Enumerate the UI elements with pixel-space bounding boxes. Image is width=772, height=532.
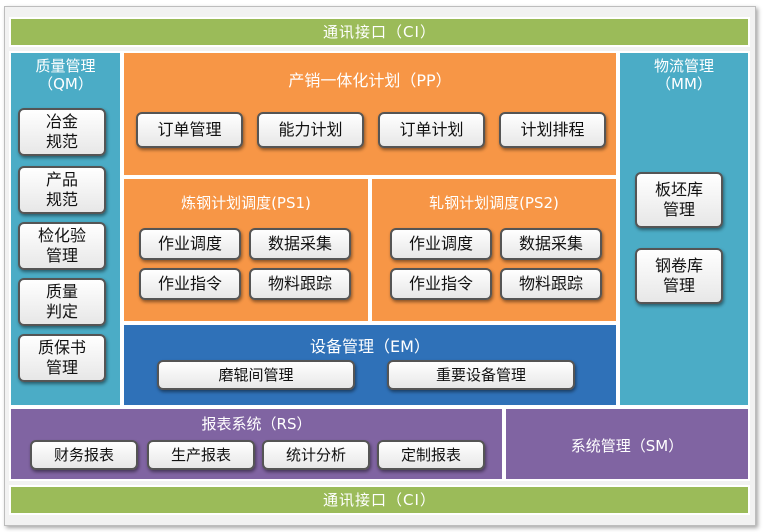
- comm-interface-bottom: 通讯接口（CI）: [9, 485, 750, 515]
- pp-title: 产销一体化计划（PP）: [288, 71, 452, 90]
- em-title: 设备管理（EM）: [310, 337, 430, 356]
- pp-order-management-button[interactable]: 订单管理: [136, 112, 243, 148]
- pp-scheduling-button[interactable]: 计划排程: [499, 112, 606, 148]
- pp-capacity-plan-button[interactable]: 能力计划: [257, 112, 364, 148]
- ps1-material-tracking-button[interactable]: 物料跟踪: [249, 268, 351, 300]
- rs-production-report-button[interactable]: 生产报表: [147, 440, 255, 470]
- ps2-job-dispatch-button[interactable]: 作业调度: [390, 228, 492, 260]
- em-key-equipment-button[interactable]: 重要设备管理: [387, 360, 575, 390]
- rs-title: 报表系统（RS）: [201, 415, 312, 433]
- ps1-job-order-button[interactable]: 作业指令: [139, 268, 241, 300]
- mm-coil-yard-button[interactable]: 钢卷库 管理: [635, 248, 723, 304]
- qm-item-metallurgy-spec[interactable]: 冶金 规范: [18, 108, 106, 156]
- logistics-management-panel: 物流管理 （MM）: [618, 51, 750, 407]
- comm-interface-top: 通讯接口（CI）: [9, 17, 750, 47]
- ps1-job-dispatch-button[interactable]: 作业调度: [139, 228, 241, 260]
- ps2-data-collection-button[interactable]: 数据采集: [500, 228, 602, 260]
- mm-slab-yard-button[interactable]: 板坯库 管理: [635, 172, 723, 228]
- qm-item-quality-judgement[interactable]: 质量 判定: [18, 278, 106, 326]
- rs-finance-report-button[interactable]: 财务报表: [30, 440, 138, 470]
- sm-title: 系统管理（SM）: [570, 437, 684, 455]
- pp-order-plan-button[interactable]: 订单计划: [378, 112, 485, 148]
- ps1-data-collection-button[interactable]: 数据采集: [249, 228, 351, 260]
- qm-item-product-spec[interactable]: 产品 规范: [18, 166, 106, 214]
- mm-title: 物流管理: [653, 57, 714, 75]
- em-roll-shop-button[interactable]: 磨辊间管理: [157, 360, 355, 390]
- qm-code: （QM）: [38, 75, 93, 93]
- ps1-title: 炼钢计划调度(PS1): [181, 194, 311, 212]
- qm-item-certificate[interactable]: 质保书 管理: [18, 334, 106, 382]
- ps2-job-order-button[interactable]: 作业指令: [390, 268, 492, 300]
- rs-custom-report-button[interactable]: 定制报表: [377, 440, 485, 470]
- ps2-material-tracking-button[interactable]: 物料跟踪: [500, 268, 602, 300]
- qm-item-inspection[interactable]: 检化验 管理: [18, 222, 106, 270]
- system-management-panel[interactable]: 系统管理（SM）: [504, 407, 750, 481]
- rs-statistical-analysis-button[interactable]: 统计分析: [262, 440, 370, 470]
- mm-code: （MM）: [656, 75, 712, 93]
- ps2-title: 轧钢计划调度(PS2): [429, 194, 559, 212]
- qm-title: 质量管理: [35, 57, 96, 75]
